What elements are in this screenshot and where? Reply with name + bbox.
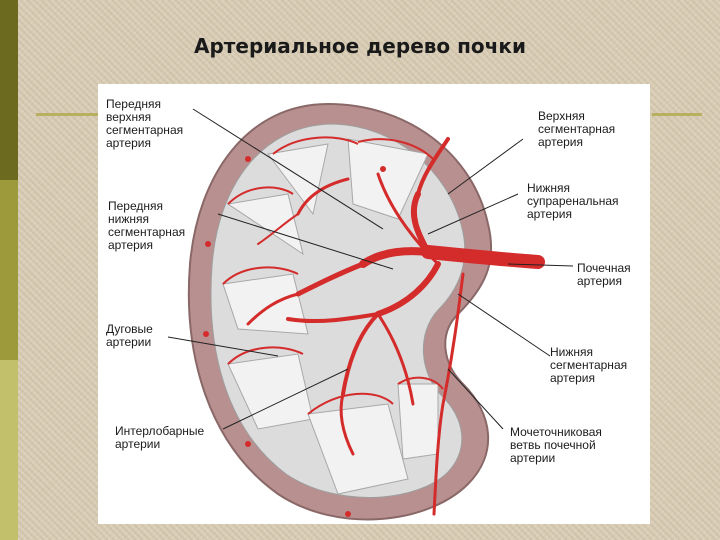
label-lower-segmental-artery: Нижняя сегментарная артерия bbox=[550, 345, 628, 385]
kidney-illustration bbox=[167, 102, 574, 521]
artery-tree bbox=[246, 137, 545, 516]
label-ureteric-branch: Мочеточниковая ветвь почечной артерии bbox=[510, 425, 602, 465]
label-inferior-suprarenal-artery: Нижняя супраренальная артерия bbox=[527, 181, 619, 221]
decorative-rule-right bbox=[652, 113, 702, 116]
slide-title: Артериальное дерево почки bbox=[194, 34, 526, 58]
sidebar-accent bbox=[0, 0, 18, 540]
label-anterior-lower-segmental-artery: Передняя нижняя сегментарная артерия bbox=[108, 199, 186, 252]
label-anterior-upper-segmental-artery: Передняя верхняя сегментарная артерия bbox=[106, 97, 184, 150]
decorative-rule-left bbox=[36, 113, 98, 116]
leader-lines bbox=[167, 108, 574, 430]
renal-pyramids bbox=[222, 138, 439, 495]
label-interlobar-arteries: Интерлобарные артерии bbox=[115, 424, 205, 451]
vessel-dots bbox=[203, 156, 386, 517]
label-arcuate-arteries: Дуговые артерии bbox=[106, 322, 153, 349]
sidebar-block-top bbox=[0, 0, 18, 180]
sidebar-block-bottom bbox=[0, 360, 18, 540]
arcuate-arteries bbox=[222, 136, 444, 415]
label-upper-segmental-artery: Верхняя сегментарная артерия bbox=[538, 109, 616, 149]
label-renal-artery: Почечная артерия bbox=[577, 261, 631, 288]
sidebar-block-middle bbox=[0, 180, 18, 360]
